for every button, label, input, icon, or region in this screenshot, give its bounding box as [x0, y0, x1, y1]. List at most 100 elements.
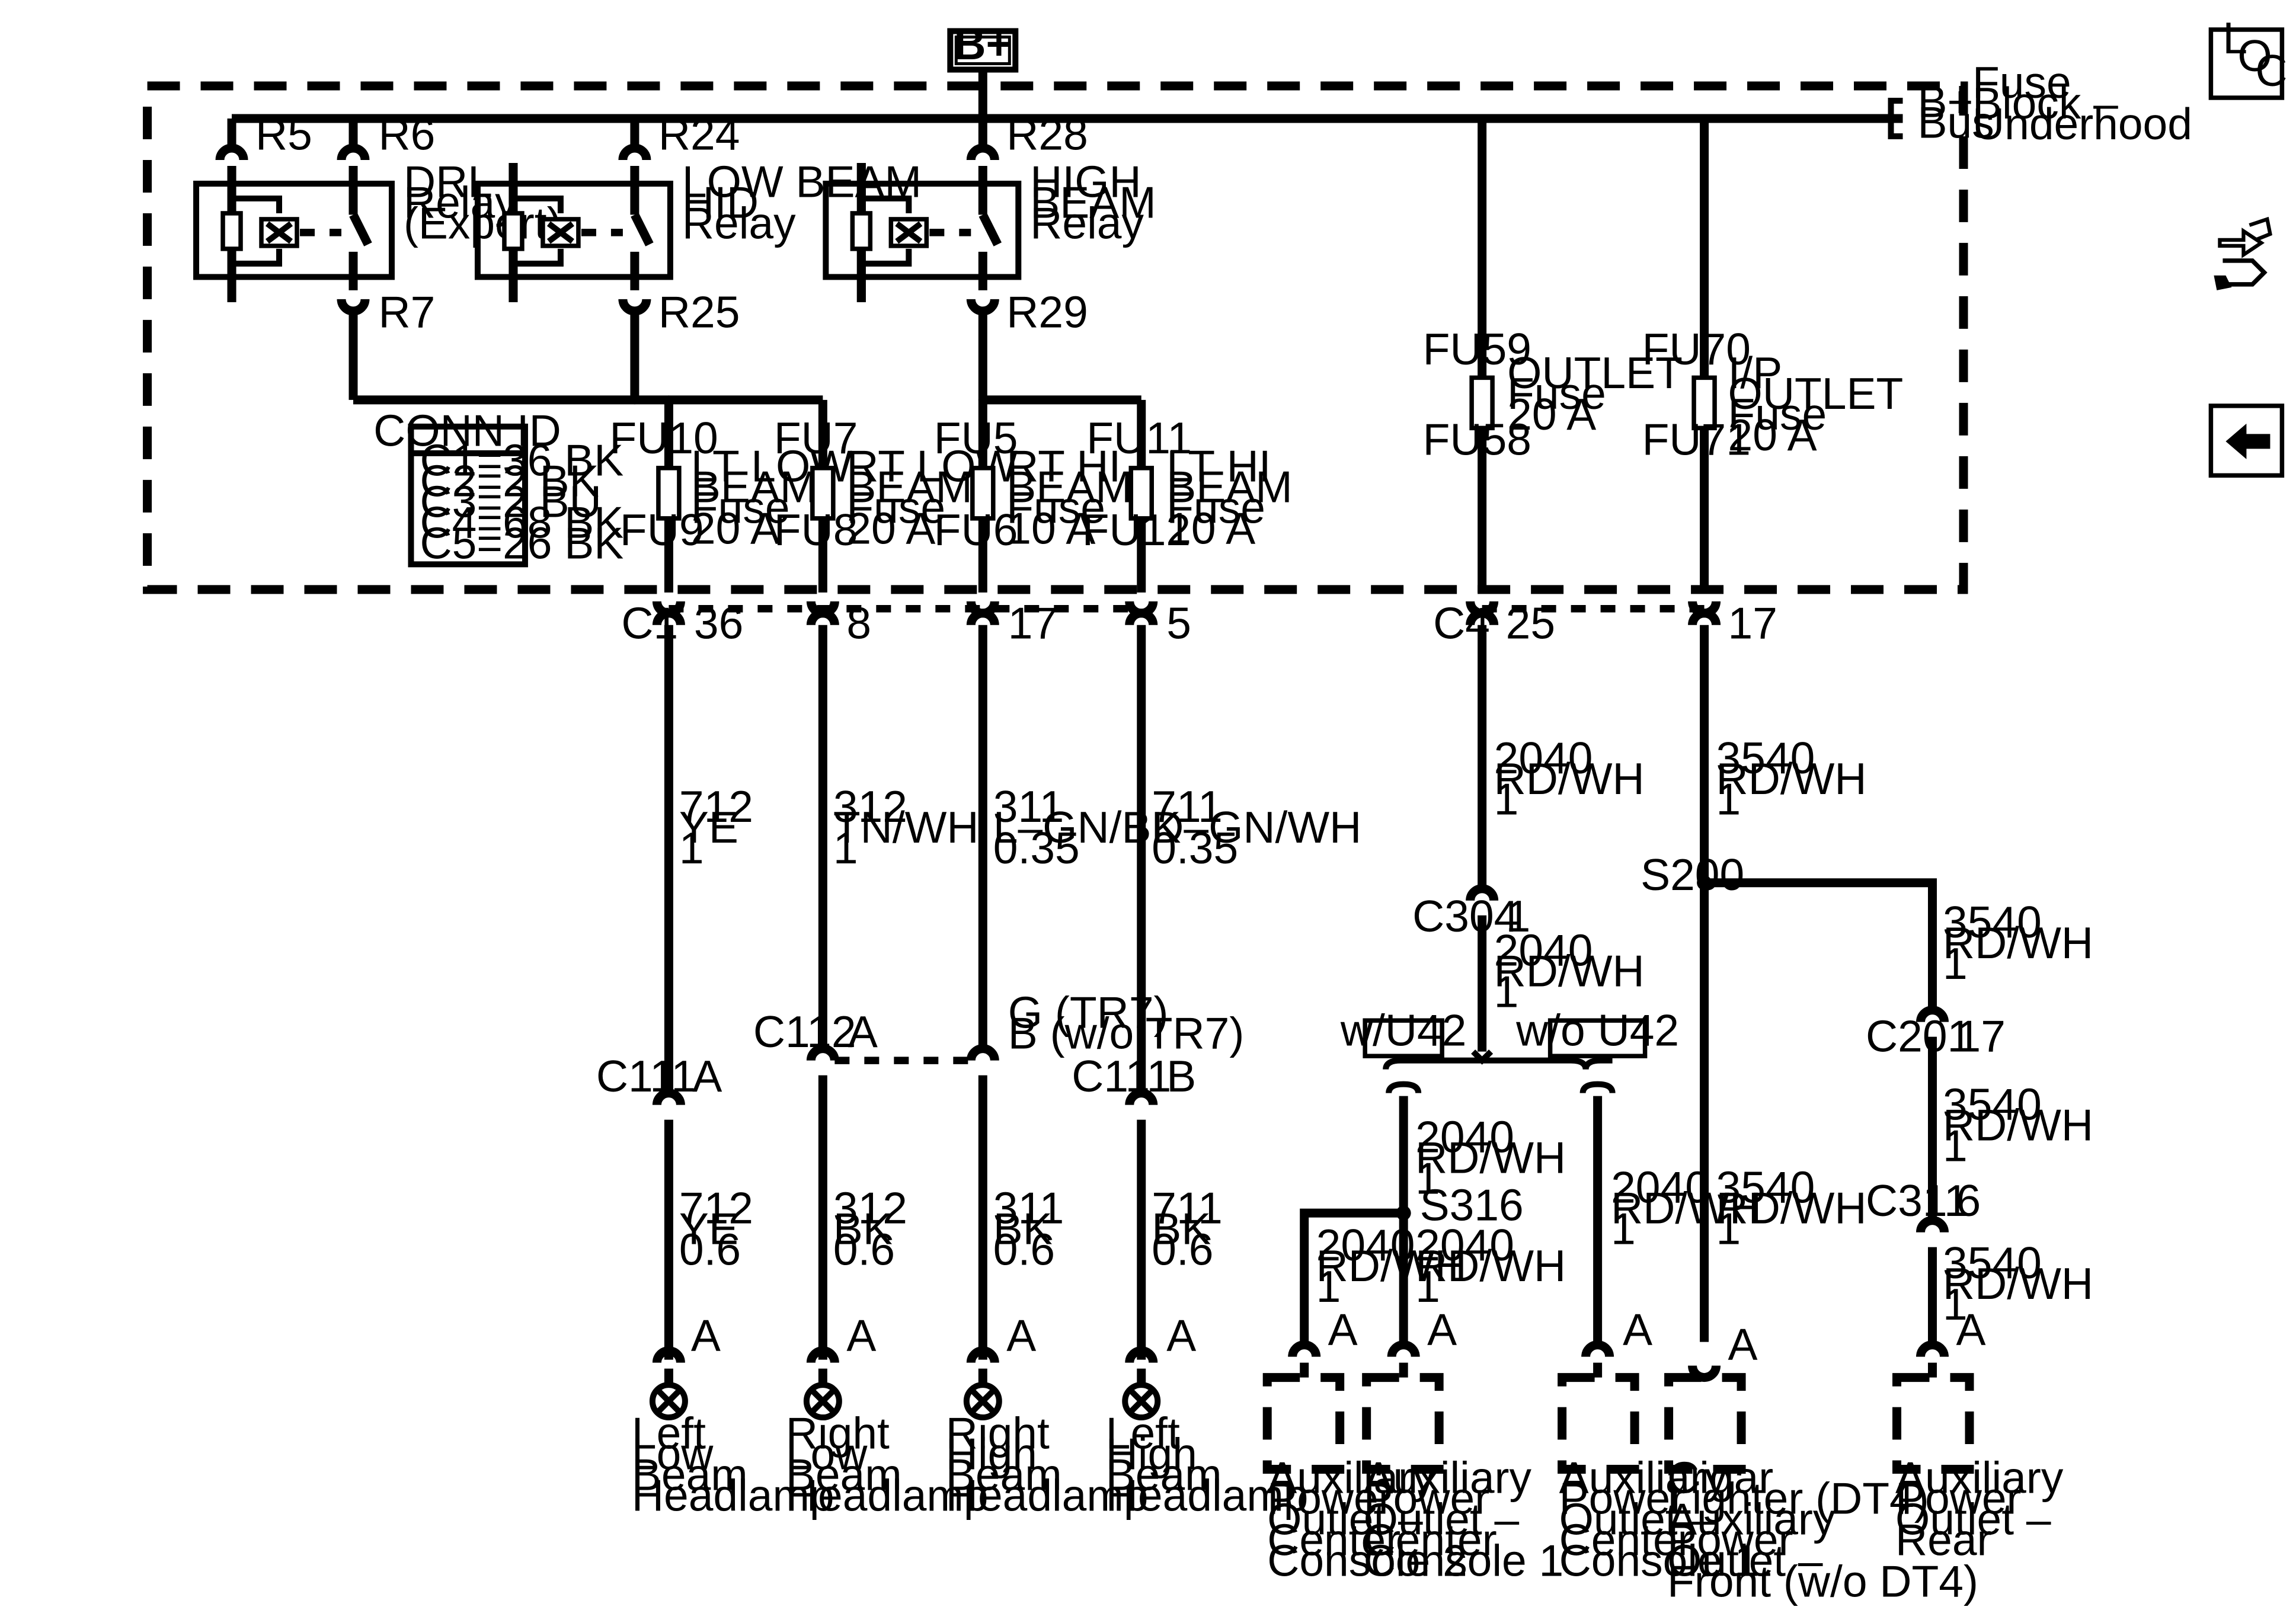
rt-high-wire: 311L–GN/BK0.35 311BK0.6 [966, 625, 1181, 1360]
svg-text:AuxiliaryPowerOutlet –CenterCo: AuxiliaryPowerOutlet –CenterConsole 1 [1559, 1453, 1760, 1586]
svg-text:FU10: FU10 [609, 413, 718, 463]
svg-text:LeftHighBeamHeadlamp: LeftHighBeamHeadlamp [1106, 1409, 1309, 1521]
svg-text:C201: C201 [1866, 1012, 1972, 1061]
svg-text:5: 5 [1166, 598, 1191, 648]
svg-text:A: A [1006, 1311, 1036, 1361]
svg-text:17: 17 [1956, 1012, 2005, 1061]
high-beam-relay: R28 R29 HIGH BEAM Relay [823, 109, 1168, 400]
svg-text:B: B [1166, 1051, 1196, 1101]
svg-text:LT HI BEAM Fuse: LT HI BEAM Fuse 10 A [1166, 441, 1304, 553]
svg-text:RT HI BEAM Fuse: RT HI BEAM Fuse 10 A [1006, 441, 1144, 553]
svg-text:AuxiliaryPowerOutlet –CenterCo: AuxiliaryPowerOutlet –CenterConsole 2 [1267, 1453, 1467, 1586]
svg-text:1: 1 [1506, 891, 1531, 941]
bus-label: B+ Bus [1918, 76, 1994, 147]
ip-outlet-wire-3540: 3540RD/WH1 S200 3540RD/WH1 3540RD/WH1 C2… [1641, 625, 2093, 1348]
svg-text:FU9: FU9 [620, 505, 704, 555]
drl-relay: R5 R6 R7 DRL Relay (Export) [193, 109, 562, 400]
svg-text:3540RD/WH1: 3540RD/WH1 [1943, 1080, 2093, 1171]
low-relay-label: LOW BEAM HID Relay [682, 156, 934, 248]
outlet-cigar-lighter-front: A CigarLighter (DT4)AuxiliaryPowerOutlet… [1664, 1320, 1978, 1606]
svg-text:S316: S316 [1420, 1180, 1524, 1230]
connector-c4: C4 25 17 [1433, 598, 1777, 648]
connector-wrench-icon[interactable] [2214, 216, 2272, 290]
high-relay-label: HIGH BEAM Relay [1030, 156, 1168, 248]
svg-text:FU59: FU59 [1423, 324, 1531, 374]
low-relay-pin-r24: R24 [658, 109, 740, 159]
fuse-block-outline [143, 81, 1968, 594]
high-relay-pin-r29: R29 [1006, 287, 1088, 337]
svg-text:712YE1: 712YE1 [679, 782, 753, 873]
svg-text:FU6: FU6 [934, 505, 1018, 555]
svg-text:C111: C111 [1072, 1051, 1171, 1101]
b-plus-label: B+ [954, 19, 1012, 69]
svg-text:2040RD/WH1: 2040RD/WH1 [1611, 1163, 1761, 1254]
lt-low-wire: 712YE1 C111 A 712YE0.6 [596, 625, 753, 1360]
outlet-fuse-circuit: FU59 FU58 OUTLET Fuse 20 A [1423, 118, 1695, 593]
high-relay-pin-r28: R28 [1006, 109, 1088, 159]
outlet-console-1-b: A AuxiliaryPowerOutlet –CenterConsole 1 [1558, 1305, 1760, 1586]
svg-text:17: 17 [1728, 598, 1777, 648]
svg-text:S200: S200 [1641, 850, 1744, 900]
svg-text:A: A [1956, 1305, 1985, 1355]
svg-text:w/U42: w/U42 [1340, 1006, 1467, 1055]
svg-text:C311: C311 [1866, 1176, 1969, 1225]
headlamp-right-high: A RightHighBeamHeadlamp [946, 1311, 1149, 1521]
lt-high-wire: 711D–GN/WH0.35 C111 B 711BK0.6 [1072, 625, 1361, 1360]
svg-text:FU5: FU5 [934, 413, 1018, 463]
option-with-u42: w/U42 [1340, 1006, 1467, 1058]
headlamp-circuit-3: FU5 FU6 RT HI BEAM Fuse 10 A [934, 399, 1144, 593]
svg-text:A: A [1623, 1305, 1652, 1355]
svg-text:A: A [848, 1007, 878, 1057]
drl-pin-r5: R5 [255, 109, 312, 159]
svg-text:312TN/WH1: 312TN/WH1 [833, 782, 979, 873]
svg-text:AuxiliaryPowerOutlet –Rear: AuxiliaryPowerOutlet –Rear [1895, 1453, 2064, 1565]
svg-text:CigarLighter (DT4)AuxiliaryPow: CigarLighter (DT4)AuxiliaryPowerOutlet –… [1667, 1453, 1978, 1606]
low-beam-relay: R24 R25 LOW BEAM HID Relay [474, 109, 934, 400]
svg-text:FU70: FU70 [1642, 324, 1751, 374]
svg-text:A: A [846, 1311, 876, 1361]
svg-text:3540RD/WH1: 3540RD/WH1 [1716, 733, 1867, 824]
svg-text:FU11: FU11 [1086, 413, 1192, 463]
drl-relay-label: DRL Relay (Export) [404, 156, 562, 248]
svg-text:CONN ID: CONN ID [373, 405, 561, 455]
svg-text:FU12: FU12 [1082, 505, 1191, 555]
connector-c112: C112 A G (TR7) B (w/o TR7) [753, 988, 1245, 1064]
fuse-block-label: Fuse Block – Underhood [1972, 57, 2192, 149]
loc-icon[interactable]: L O C [2208, 13, 2288, 100]
svg-text:FU7: FU7 [774, 413, 858, 463]
svg-text:RightHighBeamHeadlamp: RightHighBeamHeadlamp [946, 1409, 1149, 1521]
rt-low-wire: 312TN/WH1 312BK0.6 [806, 625, 979, 1360]
svg-text:2040RD/WH1: 2040RD/WH1 [1316, 1220, 1467, 1311]
svg-text:8: 8 [846, 598, 871, 648]
svg-text:OUTLET Fuse 20 A: OUTLET Fuse 20 A [1507, 348, 1695, 439]
svg-text:17: 17 [1008, 598, 1057, 648]
option-without-u42: w/o U42 [1515, 1006, 1679, 1058]
svg-text:FU71: FU71 [1642, 414, 1751, 464]
headlamp-left-high: A LeftHighBeamHeadlamp [1106, 1311, 1309, 1521]
svg-text:L: L [2223, 13, 2247, 63]
svg-text:A: A [691, 1311, 721, 1361]
svg-text:2040RD/WH1: 2040RD/WH1 [1415, 1220, 1566, 1311]
svg-text:2040RD/WH1: 2040RD/WH1 [1494, 733, 1645, 824]
svg-text:C112: C112 [753, 1007, 856, 1057]
svg-text:LeftLowBeamHeadlamp: LeftLowBeamHeadlamp [632, 1409, 834, 1521]
conn-id-table: CONN ID C1=36 BK C2=2 BK C3=2 BU C4=68 B… [373, 405, 623, 568]
svg-text:312BK0.6: 312BK0.6 [833, 1183, 907, 1275]
svg-text:3540RD/WH1: 3540RD/WH1 [1943, 897, 2093, 988]
svg-text:711D–GN/WH0.35: 711D–GN/WH0.35 [1152, 782, 1361, 873]
headlamp-left-low: A LeftLowBeamHeadlamp [632, 1311, 834, 1521]
svg-text:O: O [2237, 31, 2272, 81]
headlamp-circuit-1: FU10 FU9 LT LOW BEAM Fuse 20 A [609, 399, 852, 593]
outlet-wire-2040: 2040RD/WH1 C304 1 2040RD/WH1 [1383, 625, 1645, 1070]
svg-text:C: C [2255, 46, 2287, 95]
back-arrow-icon[interactable] [2208, 404, 2285, 478]
svg-text:3540RD/WH1: 3540RD/WH1 [1716, 1163, 1867, 1254]
svg-text:711BK0.6: 711BK0.6 [1152, 1183, 1223, 1275]
svg-text:FU8: FU8 [774, 505, 858, 555]
drl-pin-r7: R7 [378, 287, 435, 337]
headlamp-right-low: A RightLowBeamHeadlamp [786, 1311, 989, 1521]
svg-text:G (TR7) B (w/o TR7): G (TR7) B (w/o TR7) [1008, 988, 1245, 1058]
svg-text:C111: C111 [596, 1051, 696, 1101]
svg-text:A: A [1728, 1320, 1758, 1369]
